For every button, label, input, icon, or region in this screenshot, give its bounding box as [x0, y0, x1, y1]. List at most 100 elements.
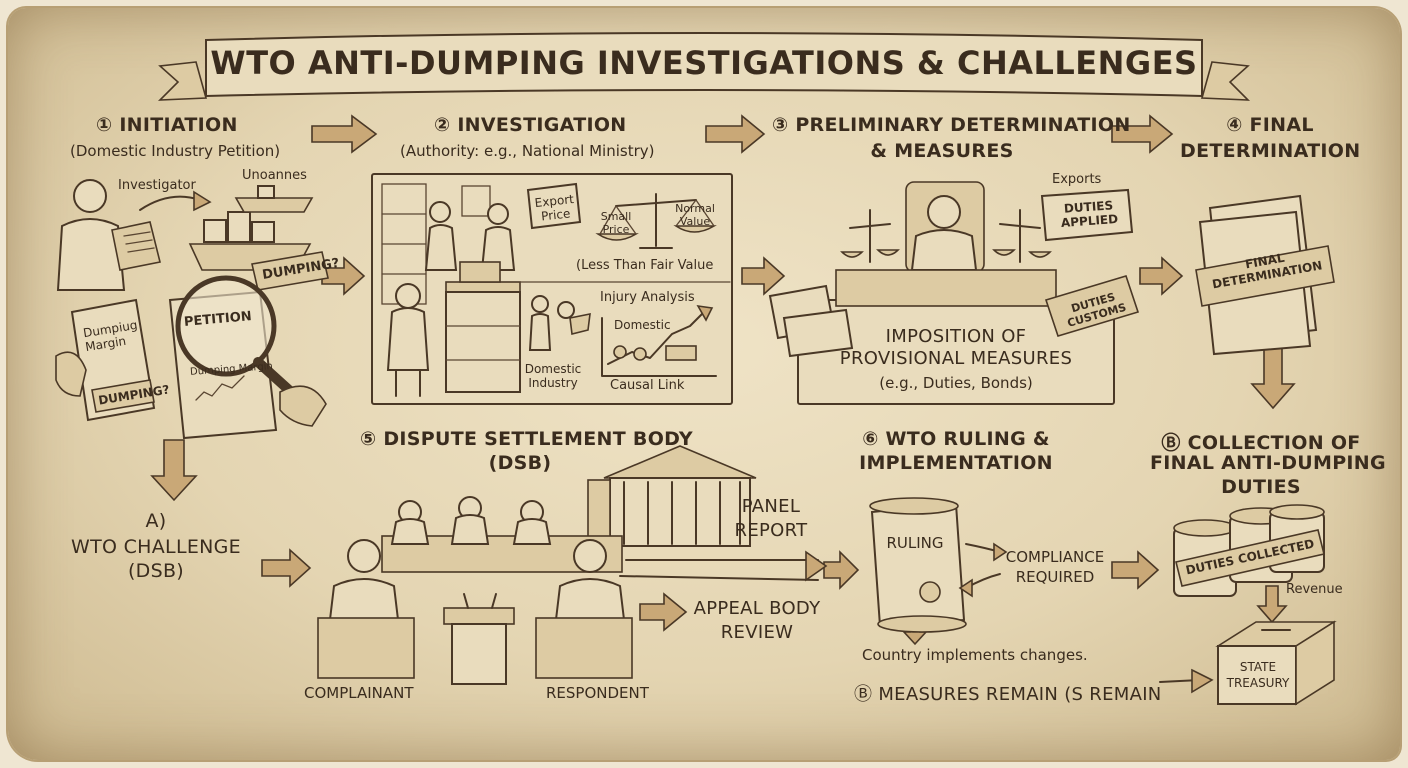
injury-analysis-label: Injury Analysis	[600, 290, 695, 305]
step1-number: ①	[96, 114, 113, 136]
measures-remain-arrow-head	[1191, 668, 1214, 694]
holding-hand	[279, 385, 327, 427]
step2-subtitle: (Authority: e.g., National Ministry)	[400, 142, 655, 160]
panel-report-line1: PANEL	[741, 496, 801, 517]
step4-heading-line1: ④ FINAL	[1180, 114, 1360, 136]
investigator-figure	[56, 179, 161, 291]
measures-remain-label: MEASURES REMAIN (S REMAIN	[878, 684, 1162, 705]
step1-subtitle: (Domestic Industry Petition)	[70, 142, 281, 160]
step5-number: ⑤	[360, 428, 377, 450]
stepB-heading-line1: Ⓑ COLLECTION OF	[1150, 428, 1372, 455]
step6-number: ⑥	[862, 428, 879, 450]
step6-title-line1: WTO RULING &	[885, 428, 1050, 450]
ships-label: Unoannes	[242, 168, 307, 183]
office-scene	[381, 183, 521, 397]
left-hand	[55, 351, 87, 397]
investigator-arrow	[139, 195, 201, 211]
state-treasury-box	[1215, 620, 1337, 706]
complainant-label: COMPLAINANT	[304, 684, 414, 702]
arrow-challenge-to-dsb	[261, 548, 312, 588]
step2-heading: ② INVESTIGATION	[434, 114, 627, 136]
ltfv-label: (Less Than Fair Value	[576, 258, 714, 273]
arrow-investigation-to-preliminary	[705, 114, 766, 154]
stepB-title-line2: FINAL ANTI-DUMPING	[1150, 452, 1386, 474]
export-price-card	[526, 182, 582, 230]
export-price-label: Export Price	[534, 192, 575, 224]
investigator-arrow-head	[193, 190, 212, 212]
step1-title: INITIATION	[119, 114, 238, 136]
petition-chart-line	[195, 375, 245, 401]
stepB-number: Ⓑ	[1161, 432, 1181, 454]
domestic-industry-figures	[528, 295, 591, 351]
judge-figure	[835, 181, 1057, 307]
appeal-line1: APPEAL BODY	[693, 598, 821, 619]
step5-title-line1: DISPUTE SETTLEMENT BODY	[383, 428, 693, 450]
panel-report-line-2	[619, 575, 819, 581]
arrow-compliance-to-collection	[1111, 550, 1160, 590]
challenge-line2: WTO CHALLENGE	[71, 536, 241, 558]
step5-title-line2: (DSB)	[488, 452, 552, 474]
compliance-line2: REQUIRED	[1015, 568, 1095, 586]
arrow-investigation-box-to-preliminary	[741, 256, 786, 296]
step3-title-line2: & MEASURES	[870, 140, 1014, 162]
imposition-line2: PROVISIONAL MEASURES	[839, 348, 1073, 369]
dumping-stamp-box	[91, 379, 155, 413]
step3-title-line1: PRELIMINARY DETERMINATION	[795, 114, 1131, 136]
step2-number: ②	[434, 114, 451, 136]
exports-label: Exports	[1052, 172, 1102, 187]
investigator-label: Investigator	[118, 178, 196, 193]
step3-heading: ③ PRELIMINARY DETERMINATION	[772, 114, 1131, 136]
implements-label: Country implements changes.	[862, 646, 1088, 664]
duties-applied-label: DUTIES APPLIED	[1060, 198, 1119, 230]
arrow-final-down	[1250, 345, 1296, 410]
imposition-line3: (e.g., Duties, Bonds)	[879, 374, 1033, 392]
ruling-arrow-head-1	[993, 542, 1008, 562]
duties-collected-barrels	[1173, 504, 1325, 597]
step4-title-line1: FINAL	[1249, 114, 1314, 136]
treasury-line1: STATE	[1239, 660, 1277, 674]
arrow-preliminary-box-to-final	[1139, 256, 1184, 296]
arrow-step1-to-investigation-box	[321, 256, 366, 296]
arrow-to-ruling	[823, 550, 860, 590]
normal-value-label: Normal Value	[675, 202, 715, 228]
challenge-line1: A)	[145, 510, 167, 532]
stepB-title-line1: COLLECTION OF	[1187, 432, 1361, 454]
arrow-revenue-down	[1256, 585, 1288, 624]
paper-stack-left-2	[782, 308, 854, 358]
ruling-arrow-head-2	[958, 578, 973, 598]
appeal-line2: REVIEW	[720, 622, 794, 643]
small-price-label: Small Price	[600, 210, 632, 236]
step1-heading: ① INITIATION	[96, 114, 238, 136]
ruling-label: RULING	[886, 534, 944, 552]
panel-report-line2: REPORT	[734, 520, 808, 541]
arrow-initiation-down	[150, 439, 198, 502]
ruling-scroll	[869, 497, 967, 633]
causal-link-label: Causal Link	[610, 378, 685, 393]
compliance-line1: COMPLIANCE	[1005, 548, 1105, 566]
arrow-appeal	[639, 592, 688, 632]
imposition-line1: IMPOSITION OF	[885, 326, 1027, 347]
podium	[443, 593, 515, 685]
duties-applied-tag	[1040, 188, 1134, 242]
step5-heading-line1: ⑤ DISPUTE SETTLEMENT BODY	[360, 428, 693, 450]
complainant-figure	[317, 539, 415, 679]
arrow-preliminary-to-final	[1111, 114, 1174, 154]
respondent-label: RESPONDENT	[546, 684, 649, 702]
step6-title-line2: IMPLEMENTATION	[859, 452, 1053, 474]
treasury-line2: TREASURY	[1226, 676, 1290, 690]
measures-remain-number: Ⓑ	[854, 684, 873, 705]
title-banner	[157, 32, 1251, 101]
magnifier-glass	[175, 275, 277, 377]
final-determination-band	[1195, 245, 1335, 307]
injury-chart	[601, 304, 717, 377]
dumping-tag-shape	[251, 251, 329, 291]
domestic-label: Domestic	[614, 318, 671, 332]
step2-title: INVESTIGATION	[457, 114, 627, 136]
step4-number: ④	[1226, 114, 1243, 136]
respondent-figure	[535, 539, 633, 679]
revenue-label: Revenue	[1286, 582, 1343, 597]
arrow-initiation-to-investigation	[311, 114, 378, 154]
stepB-title-line3: DUTIES	[1221, 476, 1301, 498]
